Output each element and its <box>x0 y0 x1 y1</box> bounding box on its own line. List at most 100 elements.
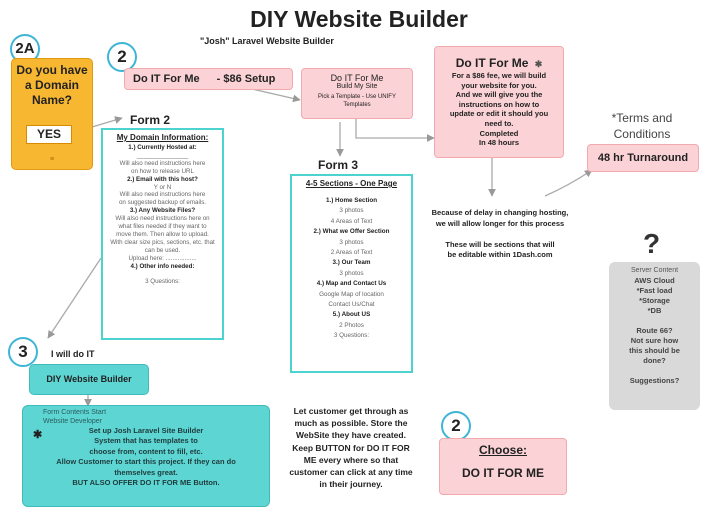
domain-answer-yes[interactable]: YES <box>26 125 72 144</box>
form2.lines-line: on how to release URL <box>131 167 194 175</box>
delay_note-line: we will allow longer for this process <box>435 218 565 228</box>
server-header: Server Content <box>630 267 679 274</box>
form3.lines-line: 2 Areas of Text <box>330 249 373 257</box>
form2.lines-line: what files needed if they want to <box>118 223 207 231</box>
teal_box.lines-line: choose from, content to fill, etc. <box>89 446 203 456</box>
form3.lines-line: 1.) Home Section <box>325 197 378 204</box>
server.lines-line: this should be <box>629 346 680 355</box>
form2.lines-line: can be used. <box>144 246 181 254</box>
form2.lines-line <box>103 271 222 279</box>
step-badge-2-bottom: 2 <box>441 411 471 441</box>
server.lines-line <box>609 366 700 376</box>
do-it-detail-title: Do IT For Me ✱ <box>435 56 563 70</box>
form2.lines-line: With clear size pics, sections, etc. tha… <box>110 238 215 246</box>
customer_note-line: Keep BUTTON for DO IT FOR <box>292 442 410 453</box>
i-will-do-it-label: I will do IT <box>51 349 95 359</box>
form2.lines-line: Upload here: .................. <box>128 254 197 262</box>
server.lines-line: done? <box>643 356 666 365</box>
server-lines: AWS Cloud*Fast load*Storage*DB Route 66?… <box>609 276 700 386</box>
arrow-build-to-big <box>355 112 435 142</box>
form3.lines-line: Google Map of location <box>319 290 384 298</box>
do_it_big.lines-line: need to. <box>484 118 514 128</box>
form3-heading: 4-5 Sections - One Page <box>305 179 398 188</box>
teal_box.lines-line: Set up Josh Laravel Site Builder <box>88 426 204 435</box>
arrow-form2-to-3 <box>47 257 102 339</box>
form2.lines-line: on suggested backup of emails. <box>118 199 207 207</box>
form3-box: 4-5 Sections - One Page 1.) Home Section… <box>290 174 413 373</box>
choose-label: Choose: <box>479 443 527 457</box>
page-title: DIY Website Builder <box>250 6 468 32</box>
customer_note-line: much as possible. Store the <box>294 418 408 429</box>
form2.lines-line: Will also need instructions here <box>119 191 206 199</box>
build-my-site-box[interactable]: Do IT For Me Build My Site Pick a Templa… <box>301 68 413 119</box>
question-mark-icon: ? <box>643 228 661 259</box>
form2.lines-line: 3 Questions: <box>145 278 180 286</box>
terms-line1: *Terms and <box>611 111 673 125</box>
do_it_big.lines-line: Completed <box>479 128 519 138</box>
delay_note-line: Because of delay in changing hosting, <box>431 208 569 217</box>
server.lines-line: *Fast load <box>636 286 673 295</box>
form2.lines-line: Will also need instructions here on <box>115 215 210 223</box>
teal_box.lines-line: themselves great. <box>114 467 178 477</box>
delay_note-line: be editable within 1Dash.com <box>447 250 553 259</box>
build-box-sub: Build My Site <box>336 83 378 90</box>
asterisk-icon: ✱ <box>33 429 43 441</box>
form-contents-start: Form Contents Start <box>43 409 107 416</box>
form2.lines-line: move them. Then allow to upload. <box>116 230 209 238</box>
asterisk-icon: ✱ <box>534 59 543 69</box>
server.lines-line: Suggestions? <box>629 376 680 385</box>
customer_note-line: in their journey. <box>319 479 383 490</box>
delay-note: Because of delay in changing hosting,we … <box>416 208 584 261</box>
step-badge-2-top: 2 <box>107 42 137 72</box>
form2-label: Form 2 <box>130 113 171 127</box>
customer_note-line: WebSite they have created. <box>296 430 406 441</box>
form3.lines-line: 5.) About US <box>332 311 371 319</box>
teal_box.lines-line: Allow Customer to start this project. If… <box>56 457 236 467</box>
build-box-body: Pick a Template - Use UNIFY Templates <box>318 94 396 108</box>
form2-heading: My Domain Information: <box>116 133 209 142</box>
developer-instructions-box: Form Contents Start Website Developer ✱ … <box>22 405 270 507</box>
do-it-setup-box[interactable]: Do IT For Me - $86 Setup <box>124 68 293 90</box>
do-it-for-me-detail-box[interactable]: Do IT For Me ✱ For a $86 fee, we will bu… <box>434 46 564 158</box>
customer_note-line: ME every where so that <box>303 454 399 465</box>
delay_note-line: These will be sections that will <box>445 239 555 249</box>
server-content-box: Server Content AWS Cloud*Fast load*Stora… <box>609 262 700 410</box>
form3.lines-line: 4 Areas of Text <box>330 217 373 225</box>
form3-lines: 1.) Home Section 3 photos 4 Areas of Text 2… <box>292 196 411 342</box>
server.lines-line: *Storage <box>639 296 670 305</box>
do-it-setup-name: Do IT For Me <box>133 73 200 85</box>
form3.lines-line: 3 photos <box>339 207 364 215</box>
form2.lines-line: _______________ <box>136 151 189 159</box>
do_it_big.lines-line: For a $86 fee, we will build <box>451 71 547 80</box>
server.lines-line <box>609 316 700 326</box>
terms-heading: *Terms and Conditions <box>596 110 688 142</box>
choose-do-it-for-me-box[interactable]: Choose: DO IT FOR ME <box>439 438 567 495</box>
form3.lines-line: 2 Photos <box>339 321 364 329</box>
customer_note-line: customer can click at any time <box>289 467 413 478</box>
diy-website-builder-button[interactable]: DIY Website Builder <box>29 364 149 395</box>
do-it-detail-title-text: Do IT For Me <box>455 56 529 70</box>
server.lines-line: Not sure how <box>630 336 679 345</box>
server.lines-line: *DB <box>647 306 662 315</box>
form3-label: Form 3 <box>318 158 359 172</box>
domain-question-text: Do you have a Domain Name? <box>16 63 88 107</box>
form2.lines-line: 3.) Any Website Files? <box>129 207 196 215</box>
form3.lines-line: 2.) What we Offer Section <box>313 228 390 236</box>
teal_box.lines-line: System that has templates to <box>94 436 198 446</box>
do-it-setup-price: - $86 Setup <box>216 73 276 85</box>
terms-line2: Conditions <box>613 127 671 141</box>
arrow-big-to-terms <box>544 169 593 197</box>
turnaround-box: 48 hr Turnaround <box>587 144 699 172</box>
delay_note-line <box>416 229 584 240</box>
form2-box: My Domain Information: 1.) Currently Hos… <box>101 128 224 340</box>
do_it_big.lines-line: And we will give you the <box>455 90 543 100</box>
form3.lines-line: Contact Us/Chat <box>328 301 375 309</box>
server.lines-line: Route 66? <box>636 326 673 335</box>
form2.lines-line: 1.) Currently Hosted at: <box>128 144 197 151</box>
customer_note-line: Let customer get through as <box>293 406 409 416</box>
do_it_big.lines-line: instructions on how to <box>458 99 540 109</box>
website-developer: Website Developer <box>43 418 103 425</box>
form2.lines-line: Y or N <box>153 183 172 191</box>
